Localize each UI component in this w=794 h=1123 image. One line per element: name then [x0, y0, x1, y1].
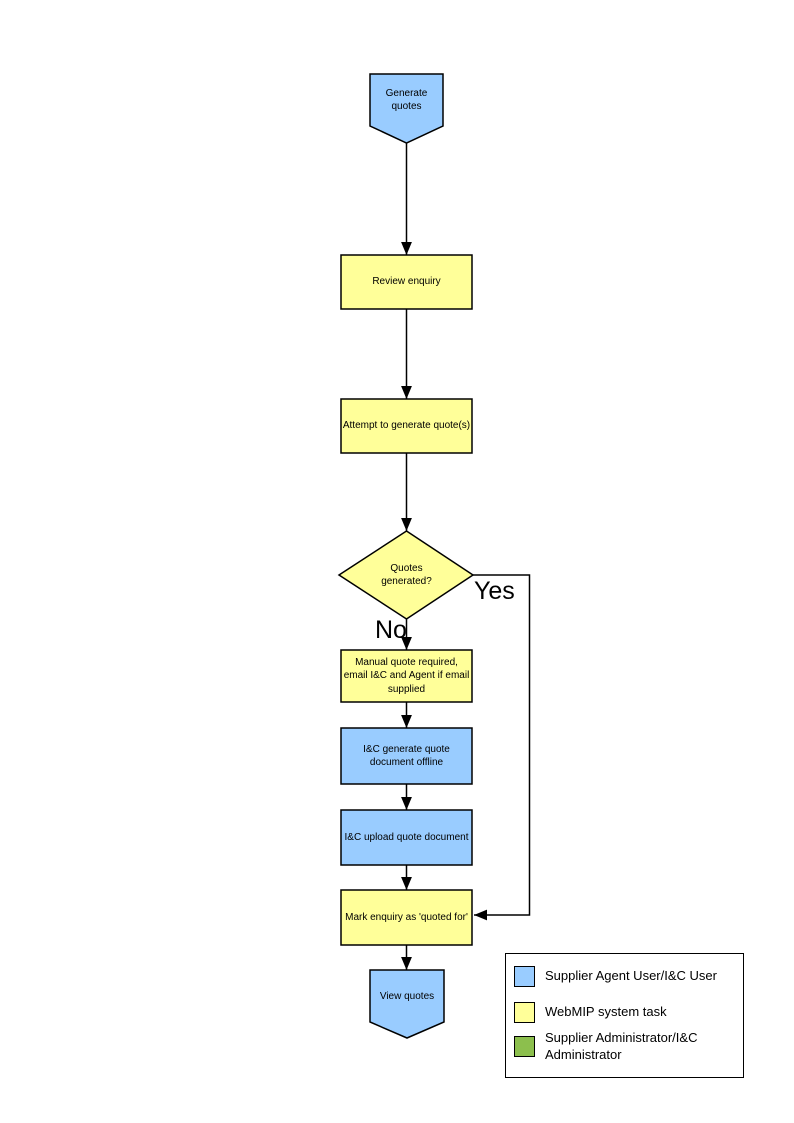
branch-label-yes: Yes — [474, 577, 515, 605]
legend-label-user: Supplier Agent User/I&C User — [545, 968, 717, 984]
node-manual-quote-required — [340, 649, 473, 703]
legend-box: Supplier Agent User/I&C User WebMIP syst… — [505, 953, 744, 1078]
node-label-ic-generate: I&C generate quote document offline — [363, 743, 450, 769]
legend-swatch-green — [514, 1036, 535, 1058]
node-start-terminator — [369, 73, 444, 144]
node-label-view-quotes: View quotes — [379, 991, 435, 1003]
node-mark-enquiry-quoted — [340, 889, 473, 946]
connector-decision-yes-to-mark — [473, 574, 531, 921]
legend-swatch-yellow — [514, 1002, 535, 1023]
legend-label-system: WebMIP system task — [545, 1004, 667, 1020]
node-label-review-enquiry: Review enquiry — [372, 276, 441, 288]
legend-label-admin: Supplier Administrator/I&C Administrator — [545, 1030, 698, 1062]
node-label-attempt-generate: Attempt to generate quote(s) — [342, 420, 471, 432]
node-label-manual-quote: Manual quote required, email I&C and Age… — [343, 656, 470, 695]
node-label-ic-upload: I&C upload quote document — [344, 831, 469, 843]
legend-swatch-blue — [514, 966, 535, 987]
node-attempt-generate — [340, 398, 473, 454]
node-label-mark-enquiry: Mark enquiry as 'quoted for' — [345, 911, 468, 923]
node-decision-quotes-generated — [337, 530, 475, 620]
node-review-enquiry — [340, 254, 473, 310]
node-label-generate-quotes: Generate quotes — [385, 87, 428, 113]
legend-item-user: Supplier Agent User/I&C User — [514, 966, 731, 987]
node-end-terminator — [369, 969, 445, 1039]
node-ic-upload-quote — [340, 809, 473, 866]
node-label-quotes-generated: Quotes generated? — [381, 562, 432, 588]
branch-label-no: No — [375, 616, 407, 644]
legend-item-system: WebMIP system task — [514, 1002, 731, 1023]
legend-item-admin: Supplier Administrator/I&C Administrator — [514, 1030, 731, 1064]
node-ic-generate-quote — [340, 727, 473, 785]
